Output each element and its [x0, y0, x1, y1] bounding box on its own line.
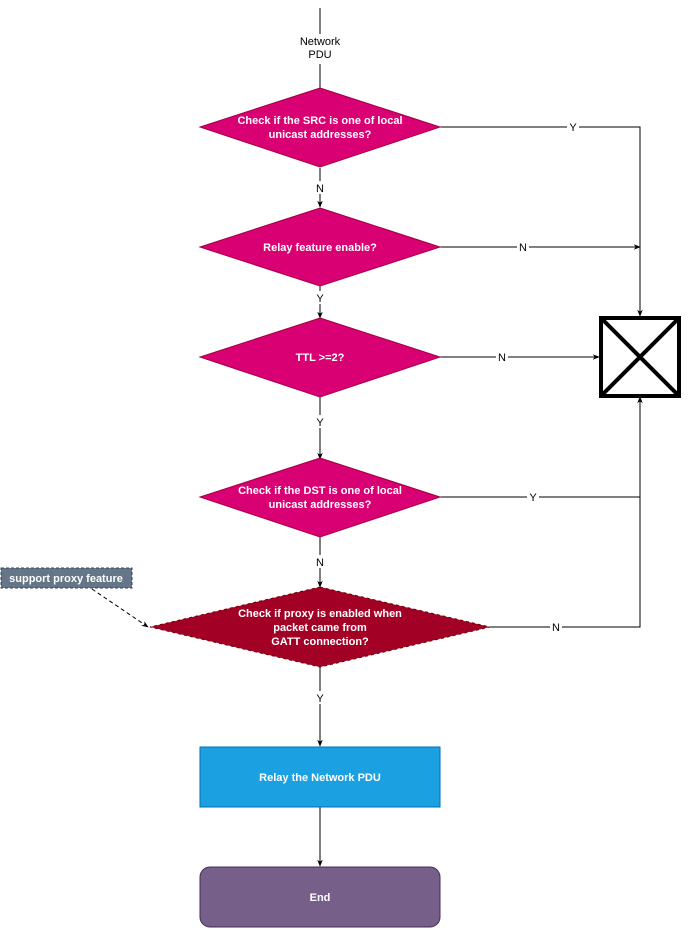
svg-text:N: N	[519, 242, 527, 254]
decision-dst-line-2: unicast addresses?	[269, 499, 372, 511]
svg-text:Y: Y	[316, 293, 324, 305]
edge-label-proxy-exit: N	[550, 621, 562, 634]
decision-relay-line-1: Relay feature enable?	[263, 242, 377, 254]
input-label-line-1: Network	[300, 36, 341, 48]
edge-label-src-down: N	[314, 181, 326, 195]
edge-label-dst-exit: Y	[527, 491, 539, 504]
svg-text:Y: Y	[316, 417, 324, 429]
process-relay-pdu: Relay the Network PDU	[199, 746, 441, 808]
decision-proxy-line-3: GATT connection?	[271, 636, 369, 648]
input-label-line-2: PDU	[308, 49, 331, 61]
decision-ttl-line-1: TTL >=2?	[296, 352, 345, 364]
edge-label-relay-exit: N	[517, 241, 529, 254]
process-label: Relay the Network PDU	[259, 772, 381, 784]
connectors	[91, 8, 643, 867]
decision-proxy: Check if proxy is enabled when packet ca…	[149, 586, 491, 668]
svg-text:Y: Y	[529, 492, 537, 504]
decision-relay: Relay feature enable?	[198, 207, 442, 287]
decision-ttl: TTL >=2?	[198, 317, 442, 398]
decision-src-line-1: Check if the SRC is one of local	[237, 115, 402, 127]
input-label: Network PDU	[297, 34, 343, 64]
end-label: End	[310, 892, 331, 904]
edge-labels: Y N N Y N Y Y N	[314, 121, 579, 705]
edge-label-src-exit: Y	[567, 121, 579, 134]
connector-proxy-exit	[490, 497, 641, 628]
decision-dst-line-1: Check if the DST is one of local	[238, 485, 402, 497]
drop-x-box	[599, 316, 681, 398]
note-support-proxy: support proxy feature	[0, 567, 133, 589]
note-label: support proxy feature	[9, 573, 123, 585]
edge-label-ttl-exit: N	[496, 351, 508, 364]
edge-label-dst-down: N	[314, 555, 326, 569]
decision-proxy-line-2: packet came from	[273, 622, 367, 634]
connector-src-exit	[440, 126, 643, 317]
end-terminator: End	[199, 866, 441, 928]
edge-label-ttl-down: Y	[314, 415, 326, 429]
edge-label-proxy-down: Y	[314, 691, 326, 705]
connector-dst-exit	[440, 396, 643, 498]
svg-text:N: N	[498, 352, 506, 364]
svg-text:N: N	[552, 622, 560, 634]
edge-label-relay-down: Y	[314, 291, 326, 305]
svg-text:N: N	[316, 183, 324, 195]
svg-text:Y: Y	[316, 693, 324, 705]
svg-text:Y: Y	[569, 122, 577, 134]
decision-src: Check if the SRC is one of local unicast…	[198, 87, 442, 168]
decision-proxy-line-1: Check if proxy is enabled when	[238, 608, 402, 620]
decision-dst: Check if the DST is one of local unicast…	[198, 457, 442, 538]
decision-src-line-2: unicast addresses?	[269, 129, 372, 141]
svg-text:N: N	[316, 557, 324, 569]
note-connector	[91, 588, 149, 628]
